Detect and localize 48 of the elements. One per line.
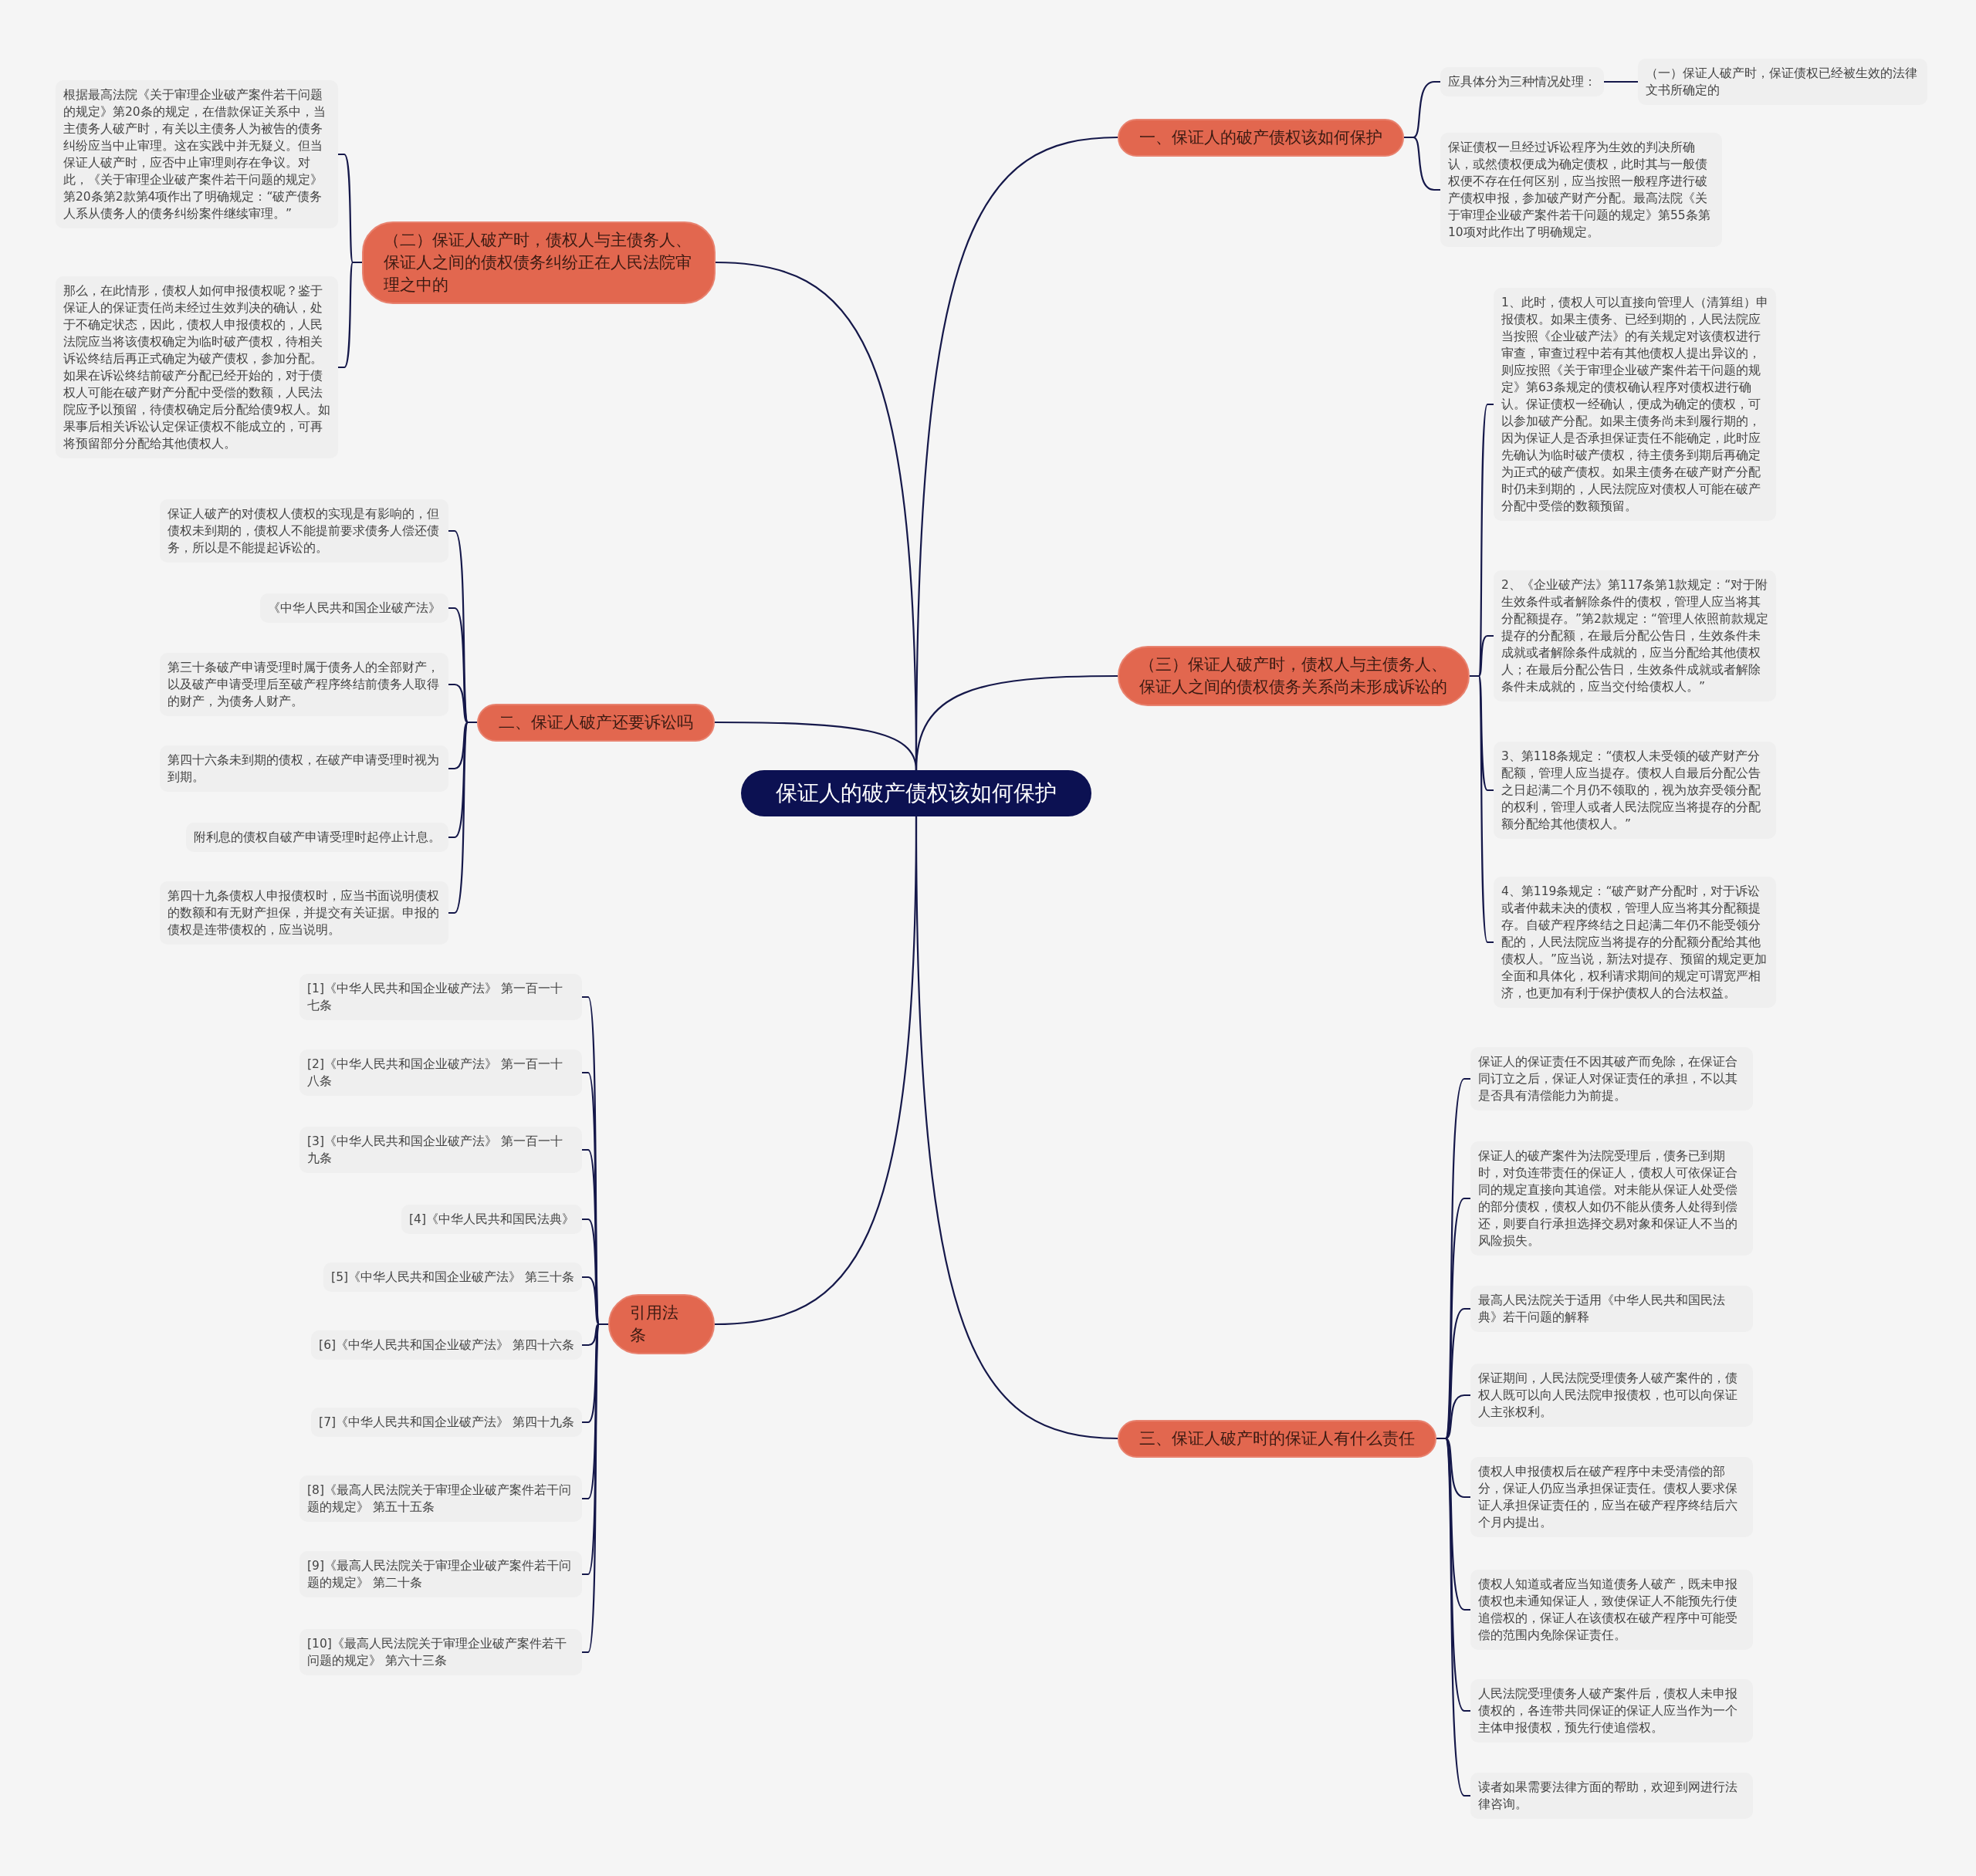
topic-box: 三、保证人破产时的保证人有什么责任 xyxy=(1118,1419,1436,1458)
connector-line xyxy=(1604,80,1638,83)
note-box: [6]《中华人民共和国企业破产法》 第四十六条 xyxy=(311,1330,582,1360)
note-box: 2、《企业破产法》第117条第1款规定：“对于附生效条件或者解除条件的债权，管理人应当将其分配额提存。”第2款规定：“管理人依照前款规定提存的分配额，在最后分配公告日，生效条件未成就或者解除条件成就的，应当分配给其他债权人；在最后分配公告日，生效条件成就或者解除条件未成就的，应当交付给债权人。” xyxy=(1494,570,1776,701)
note-box: [9]《最高人民法院关于审理企业破产案件若干问题的规定》 第二十条 xyxy=(299,1551,582,1597)
note-box: 债权人知道或者应当知道债务人破产，既未申报债权也未通知保证人，致使保证人不能预先行使追偿权的，保证人在该债权在破产程序中可能受偿的范围内免除保证责任。 xyxy=(1470,1570,1753,1650)
topic-box: 二、保证人破产还要诉讼吗 xyxy=(477,703,715,742)
note-box: [4]《中华人民共和国民法典》 xyxy=(401,1205,582,1234)
note-box: [10]《最高人民法院关于审理企业破产案件若干问题的规定》 第六十三条 xyxy=(299,1629,582,1675)
connector-line xyxy=(582,1323,608,1654)
note-box: 保证人破产的对债权人债权的实现是有影响的，但债权未到期的，债权人不能提前要求债务人偿还债务，所以是不能提起诉讼的。 xyxy=(160,499,448,563)
central-topic: 保证人的破产债权该如何保护 xyxy=(741,770,1091,816)
topic-box: 一、保证人的破产债权该如何保护 xyxy=(1118,118,1404,157)
connector-line xyxy=(714,816,918,1326)
note-box: 债权人申报债权后在破产程序中未受清偿的部分，保证人仍应当承担保证责任。债权人要求保证人承担保证责任的，应当在破产程序终结后六个月内提出。 xyxy=(1470,1457,1753,1537)
note-box: 附利息的债权自破产申请受理时起停止计息。 xyxy=(186,823,448,852)
note-box: 保证债权一旦经过诉讼程序为生效的判决所确认，或然债权便成为确定债权，此时其与一般债权便不存在任何区别，应当按照一般程序进行破产债权申报，参加破产财产分配。最高法院《关于审理企业破产案件若干问题的规定》第55条第10项对此作出了明确规定。 xyxy=(1440,133,1722,247)
note-box: 应具体分为三种情况处理： xyxy=(1440,67,1604,96)
note-box: 1、此时，债权人可以直接向管理人（清算组）申报债权。如果主债务、已经到期的，人民法院应当按照《企业破产法》的有关规定对该债权进行审查，审查过程中若有其他债权人提出异议的，则应按照《关于审理企业破产案件若干问题的规定》第63条规定的债权确认程序对债权进行确认。保证债权一经确认，便成为确定的债权，可以参加破产分配。如果主债务尚未到履行期的，因为保证人是否承担保证责任不能确定，此时应先确认为临时破产债权，待主债务到期后再确定为正式的破产债权。如果主债务在破产财产分配时仍未到期的，人民法院应对债权人可能在破产分配中受偿的数额预留。 xyxy=(1494,288,1776,521)
note-box: 读者如果需要法律方面的帮助，欢迎到网进行法律咨询。 xyxy=(1470,1773,1753,1819)
note-box: （一）保证人破产时，保证债权已经被生效的法律文书所确定的 xyxy=(1638,59,1927,105)
note-box: [1]《中华人民共和国企业破产法》 第一百一十七条 xyxy=(299,974,582,1020)
note-box: [3]《中华人民共和国企业破产法》 第一百一十九条 xyxy=(299,1127,582,1173)
note-box: 3、第118条规定：“债权人未受领的破产财产分配额，管理人应当提存。债权人自最后分配公告之日起满二个月仍不领取的，视为放弃受领分配的权利，管理人或者人民法院应当将提存的分配额分配给其他债权人。” xyxy=(1494,742,1776,839)
note-box: [8]《最高人民法院关于审理企业破产案件若干问题的规定》 第五十五条 xyxy=(299,1475,582,1522)
note-box: 根据最高法院《关于审理企业破产案件若干问题的规定》第20条的规定，在借款保证关系中，当主债务人破产时，有关以主债务人为被告的债务纠纷应当中止审理。这在实践中并无疑义。但当保证人破产时，应否中止审理则存在争议。对此，《关于审理企业破产案件若干问题的规定》第20条第2款第4项作出了明确规定：“破产债务人系从债务人的债务纠纷案件继续审理。” xyxy=(56,80,338,228)
topic-box: （二）保证人破产时，债权人与主债务人、保证人之间的债权债务纠纷正在人民法院审理之中的 xyxy=(362,221,716,304)
connector-line xyxy=(1470,674,1494,944)
connector-line xyxy=(448,721,477,914)
note-box: [2]《中华人民共和国企业破产法》 第一百一十八条 xyxy=(299,1050,582,1096)
note-box: 《中华人民共和国企业破产法》 xyxy=(260,593,448,623)
note-box: 保证期间，人民法院受理债务人破产案件的，债权人既可以向人民法院申报债权，也可以向保证人主张权利。 xyxy=(1470,1364,1753,1427)
note-box: [5]《中华人民共和国企业破产法》 第三十条 xyxy=(323,1262,582,1292)
connector-line xyxy=(338,261,362,369)
note-box: 保证人的破产案件为法院受理后，债务已到期时，对负连带责任的保证人，债权人可依保证合同的规定直接向其追偿。对未能从保证人处受偿的部分债权，债权人如仍不能从债务人处得到偿还，则要自行承担选择交易对象和保证人不当的风险损失。 xyxy=(1470,1141,1753,1256)
note-box: 4、第119条规定：“破产财产分配时，对于诉讼或者仲裁未决的债权，管理人应当将其分配额提存。自破产程序终结之日起满二年仍不能受领分配的，人民法院应当将提存的分配额分配给其他债权人。”应当说，新法对提存、预留的规定更加全面和具体化，权利请求期间的规定可谓宽严相济，也更加有利于保护债权人的合法权益。 xyxy=(1494,877,1776,1008)
note-box: 那么，在此情形，债权人如何申报债权呢？鉴于保证人的保证责任尚未经过生效判决的确认，处于不确定状态，因此，债权人申报债权的，人民法院应当将该债权确定为临时破产债权，待相关诉讼终结后再正式确定为破产债权，参加分配。如果在诉讼终结前破产分配已经开始的，对于债权人可能在破产财产分配中受偿的数额，人民法院应予以预留，待债权确定后分配给债9权人。如果事后相关诉讼认定保证债权不能成立的，可再将预留部分分配给其他债权人。 xyxy=(56,276,338,458)
note-box: 第三十条破产申请受理时属于债务人的全部财产，以及破产申请受理后至破产程序终结前债务人取得的财产，为债务人财产。 xyxy=(160,653,448,716)
topic-box: 引用法条 xyxy=(608,1294,715,1354)
note-box: 人民法院受理债务人破产案件后，债权人未申报债权的，各连带共同保证的保证人应当作为一个主体申报债权，预先行使追偿权。 xyxy=(1470,1679,1753,1742)
connector-line xyxy=(715,721,918,771)
note-box: 第四十九条债权人申报债权时，应当书面说明债权的数额和有无财产担保，并提交有关证据。申报的债权是连带债权的，应当说明。 xyxy=(160,881,448,945)
topic-box: （三）保证人破产时，债权人与主债务人、保证人之间的债权债务关系尚未形成诉讼的 xyxy=(1118,646,1470,706)
note-box: 第四十六条未到期的债权，在破产申请受理时视为到期。 xyxy=(160,745,448,792)
note-box: 最高人民法院关于适用《中华人民共和国民法典》若干问题的解释 xyxy=(1470,1286,1753,1332)
note-box: 保证人的保证责任不因其破产而免除，在保证合同订立之后，保证人对保证责任的承担，不以其是否具有清偿能力为前提。 xyxy=(1470,1047,1753,1110)
connector-line xyxy=(1404,136,1440,191)
note-box: [7]《中华人民共和国企业破产法》 第四十九条 xyxy=(311,1408,582,1437)
